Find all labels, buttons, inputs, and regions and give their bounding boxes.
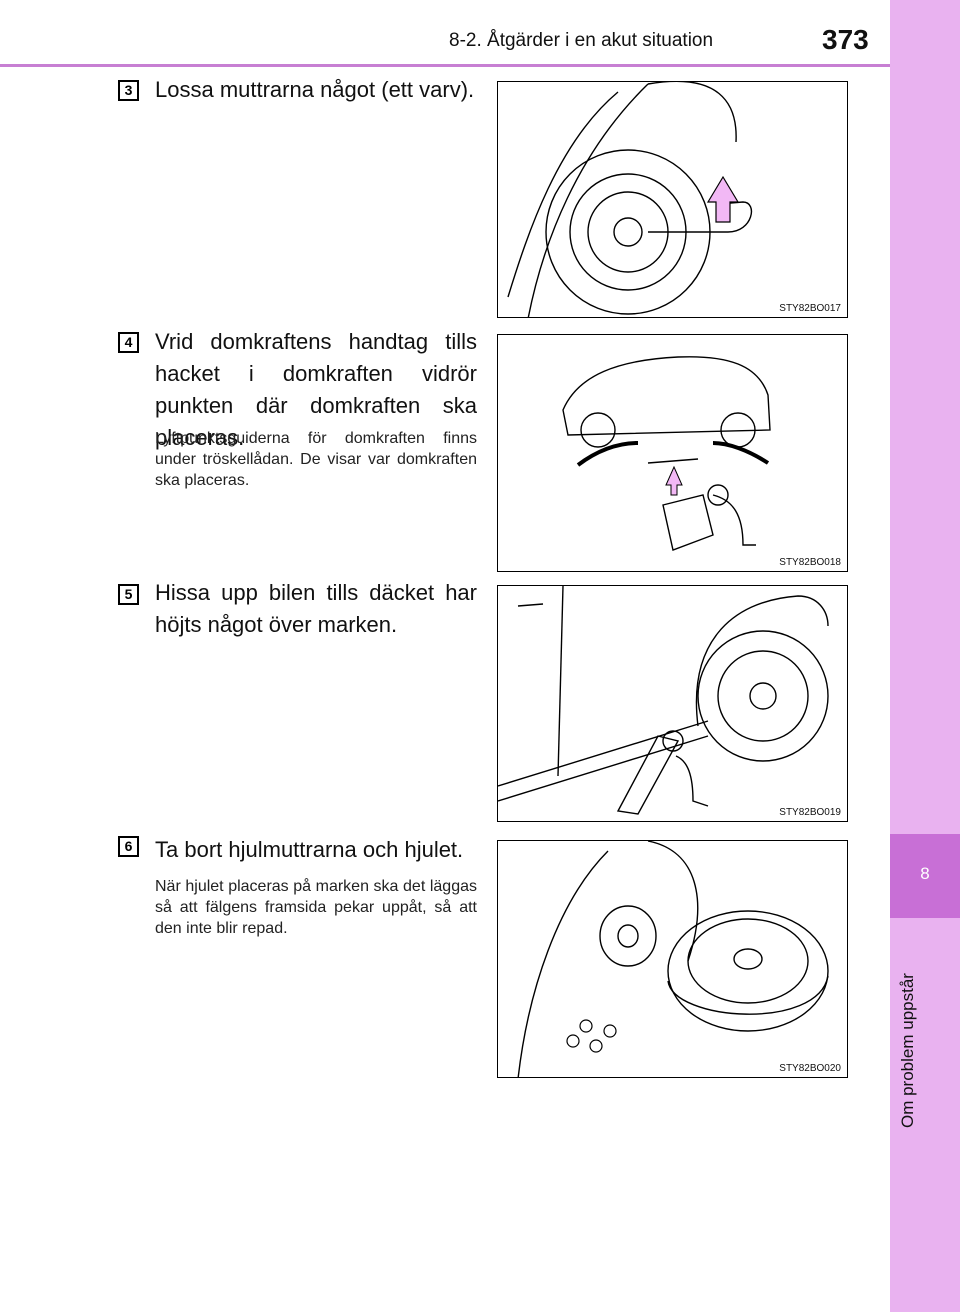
step-note: Lyftpunktsguiderna för domkraften finns … — [155, 430, 477, 489]
wheel-wrench-illustration — [507, 82, 753, 317]
step-number-badge: 4 — [118, 332, 139, 353]
step-heading: Vrid domkraftens handtag tills hacket i … — [155, 329, 477, 450]
page-number: 373 — [822, 24, 869, 55]
figure-code: STY82BO018 — [779, 557, 841, 568]
chapter-tab — [890, 834, 960, 918]
figure-remove-wheel: STY82BO020 — [497, 840, 848, 1078]
step-note: När hjulet placeras på marken ska det lä… — [155, 878, 477, 937]
step-heading: Hissa upp bilen tills däcket har höjts n… — [155, 580, 477, 637]
figure-jack-position: STY82BO018 — [497, 334, 848, 572]
figure-code: STY82BO017 — [779, 303, 841, 314]
car-jack-illustration — [562, 356, 771, 551]
step-heading: Lossa muttrarna något (ett varv). — [155, 77, 475, 102]
step-number-badge: 5 — [118, 584, 139, 605]
figure-raise-car: STY82BO019 — [497, 585, 848, 822]
running-header: 8-2. Åtgärder i en akut situation — [449, 30, 714, 51]
raised-car-illustration — [498, 586, 829, 815]
step-number-badge: 6 — [118, 836, 139, 857]
figure-loosen-nuts: STY82BO017 — [497, 81, 848, 318]
step-heading: Ta bort hjulmuttrarna och hjulet. — [155, 837, 464, 862]
figure-code: STY82BO020 — [779, 1063, 841, 1074]
removed-wheel-illustration — [517, 841, 829, 1077]
header-rule — [0, 64, 890, 67]
chapter-number: 8 — [920, 864, 930, 883]
chapter-title: Om problem uppstår — [898, 973, 917, 1128]
figure-code: STY82BO019 — [779, 807, 841, 818]
chapter-sidebar — [890, 0, 960, 1312]
step-number-badge: 3 — [118, 80, 139, 101]
